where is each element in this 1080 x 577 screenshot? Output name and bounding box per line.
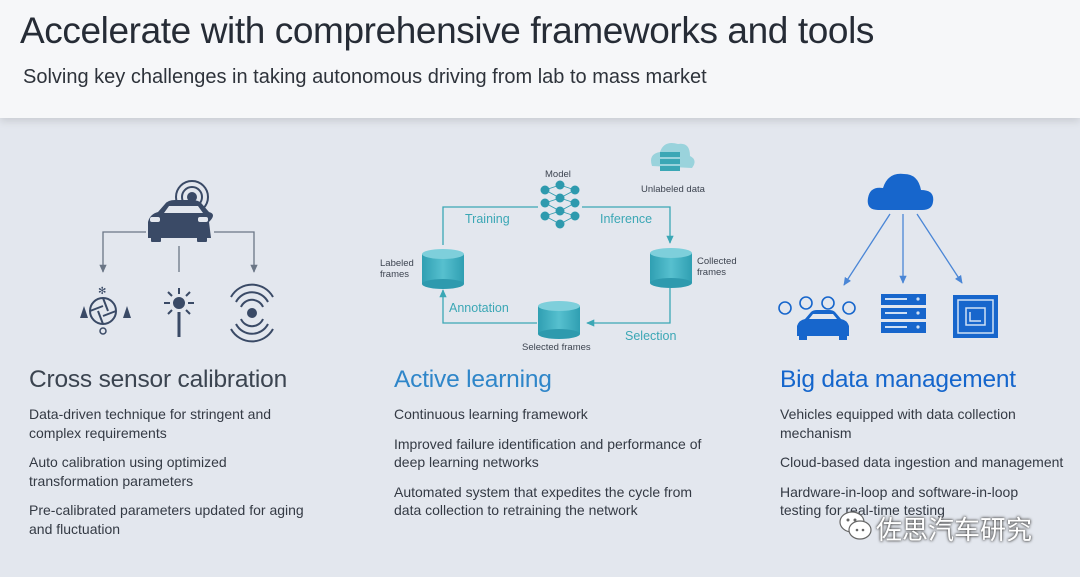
section-title: Active learning [394,366,552,393]
connector-lines [99,231,258,273]
connected-vehicle-icon [778,296,856,340]
bullet-item: Pre-calibrated parameters updated for ag… [29,502,304,537]
big-data-management-section: Big data management Vehicles equipped wi… [780,366,1075,531]
collected-frames-cylinder [650,248,692,288]
model-label: Model [545,169,571,180]
cloud-connector-lines [843,213,963,286]
unlabeled-data-label: Unlabeled data [641,184,706,195]
collected-frames-label-2: frames [697,267,726,278]
watermark-text: 佐思汽车研究 [876,516,1033,546]
labeled-frames-label-1: Labeled [380,258,414,269]
server-rack-icon [881,294,926,333]
labeled-frames-label-2: frames [380,269,409,280]
inference-label: Inference [600,212,652,226]
bullet-item: Hardware-in-loop and software-in-loop te… [780,483,1019,519]
selection-label: Selection [625,329,676,343]
section-title: Cross sensor calibration [29,366,288,393]
bullet-item: Data-driven technique for stringent and … [29,406,272,441]
camera-aperture-icon: ✻ [80,286,131,335]
selected-frames-label: Selected frames [522,342,591,353]
collected-frames-label-1: Collected [697,256,737,267]
bullet-item: Improved failure identification and perf… [394,435,702,471]
cross-sensor-calibration-section: Cross sensor calibration Data-driven tec… [29,366,359,549]
annotation-label: Annotation [449,301,509,315]
selected-frames-cylinder [538,301,580,339]
chip-board-icon [953,295,998,338]
svg-text:✻: ✻ [98,286,106,297]
bullet-item: Cloud-based data ingestion and managemen… [780,454,1064,470]
bullet-item: Continuous learning framework [394,406,588,422]
page-title: Accelerate with comprehensive frameworks… [20,10,874,51]
unlabeled-data-cloud-icon [651,143,695,171]
lidar-sensor-icon [164,288,194,337]
bullet-item: Automated system that expedites the cycl… [394,483,693,519]
chat-bubbles-icon [839,511,872,540]
training-label: Training [465,212,510,226]
watermark: 佐思汽车研究 [836,504,1076,550]
cloud-icon [867,173,934,210]
bullet-item: Vehicles equipped with data collection m… [780,406,1016,441]
model-network-icon [540,180,580,229]
labeled-frames-cylinder [422,249,464,289]
active-learning-section: Active learning Continuous learning fram… [394,366,724,531]
bullet-item: Auto calibration using optimized transfo… [29,454,227,489]
car-sensor-icon [148,180,213,242]
section-title: Big data management [780,366,1016,393]
page-subtitle: Solving key challenges in taking autonom… [23,66,707,88]
cycle-arrows [439,206,674,327]
radar-waves-icon [230,283,274,343]
header: Accelerate with comprehensive frameworks… [0,0,1080,118]
